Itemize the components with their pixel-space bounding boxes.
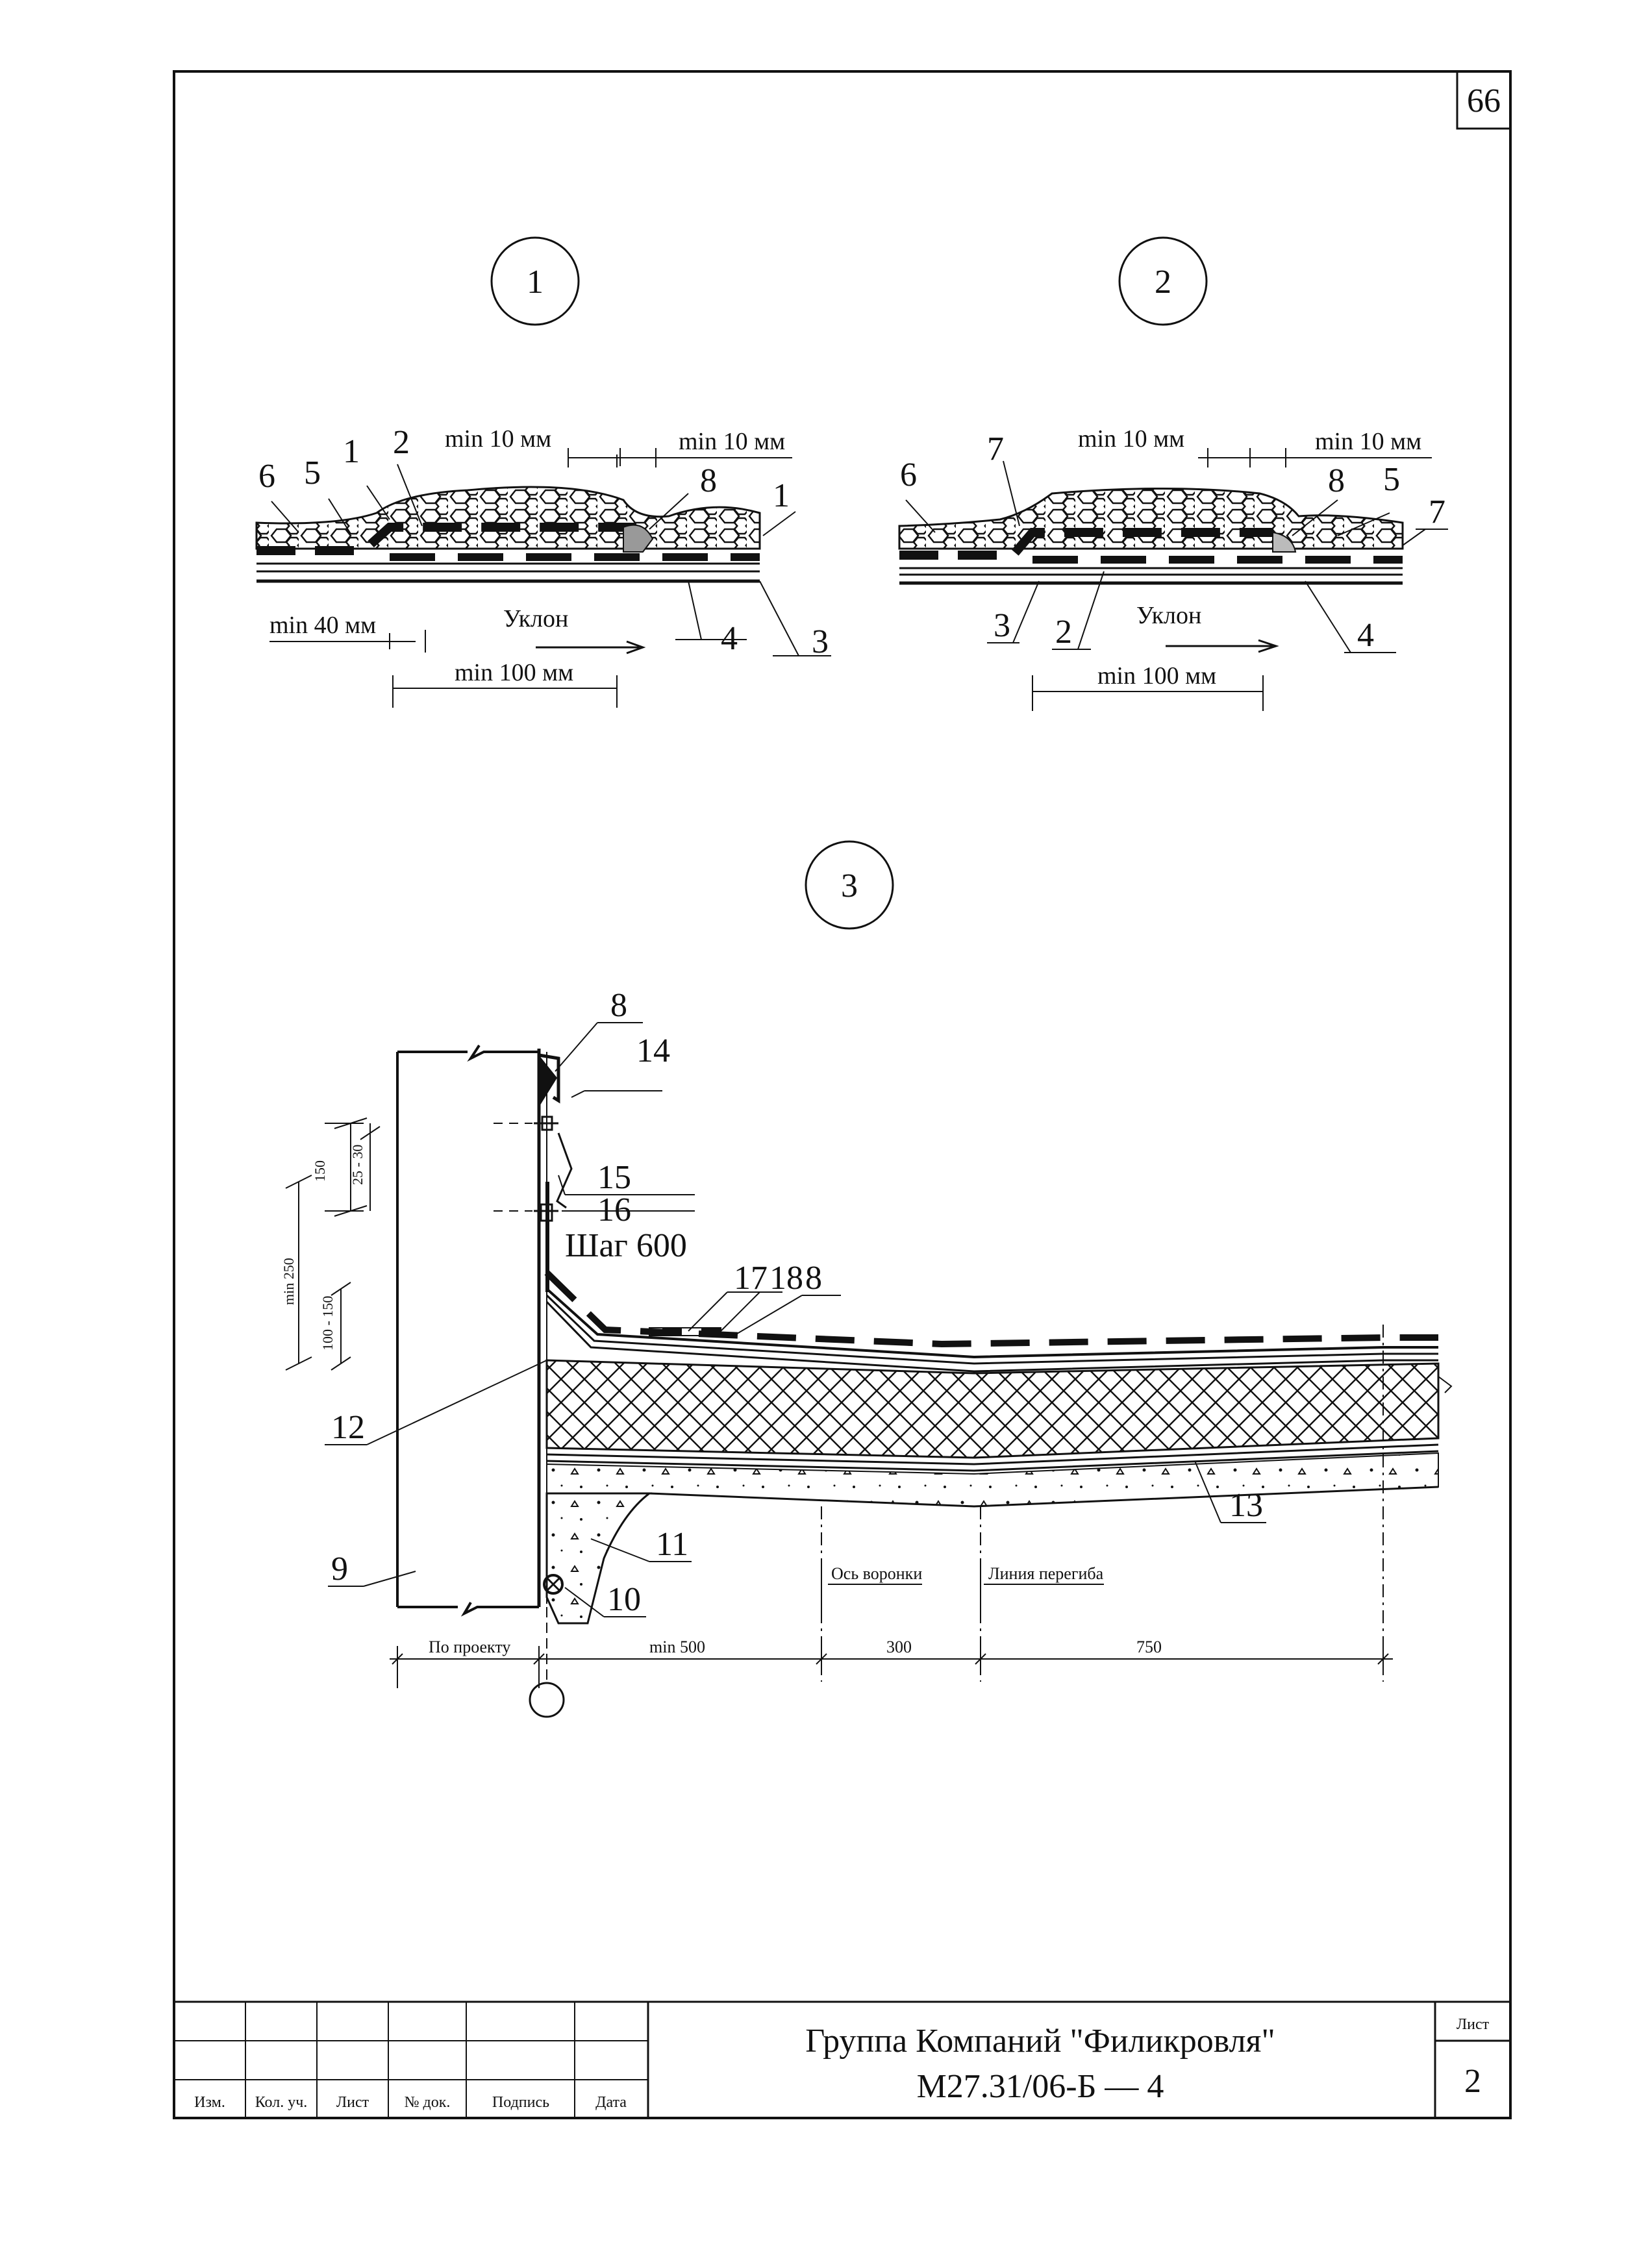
slope-arrow bbox=[536, 640, 646, 654]
section-3: 3 Ось воронки bbox=[281, 840, 1453, 1718]
col-header-date: Дата bbox=[595, 2094, 627, 2111]
section-3-callout-8: 8 bbox=[610, 987, 627, 1024]
detail-2-callout-5: 5 bbox=[1383, 461, 1400, 498]
detail-2-dim-top-left: min 10 мм bbox=[1078, 425, 1184, 453]
dim-by-project: По проекту bbox=[429, 1638, 510, 1656]
company-name: Группа Компаний "Филикровля" bbox=[805, 2023, 1275, 2060]
gravel-layer bbox=[255, 486, 761, 550]
detail-2-dim-top-right: min 10 мм bbox=[1315, 428, 1421, 455]
sealant-8 bbox=[623, 524, 654, 553]
section-3-callout-12: 12 bbox=[331, 1409, 365, 1446]
section-3-callout-8b: 8 bbox=[805, 1260, 822, 1297]
detail-1-callout-3: 3 bbox=[812, 623, 829, 660]
col-header-izm: Изм. bbox=[194, 2094, 225, 2111]
dim-25-30: 25 - 30 bbox=[349, 1145, 366, 1185]
funnel-axis-label: Ось воронки bbox=[831, 1564, 922, 1583]
metal-flashing-14 bbox=[538, 1053, 560, 1104]
section-3-callout-9: 9 bbox=[331, 1551, 348, 1588]
section-3-callout-15: 15 bbox=[597, 1159, 631, 1196]
page-number-box: 66 bbox=[1456, 70, 1512, 130]
col-header-signature: Подпись bbox=[492, 2094, 549, 2111]
detail-1-callout-2: 2 bbox=[393, 424, 410, 461]
detail-2-dim-bottom: min 100 мм bbox=[1097, 662, 1216, 690]
dim-150: 150 bbox=[312, 1160, 328, 1182]
section-3-callout-17: 17 bbox=[734, 1260, 768, 1297]
detail-1: 1 min 10 мм min 10 мм 6 5 1 2 8 1 4 3 mi… bbox=[255, 236, 831, 708]
detail-1-marker-circle bbox=[490, 236, 580, 326]
detail-1-dim-top-right: min 10 мм bbox=[679, 428, 785, 455]
detail-1-marker: 1 bbox=[527, 264, 544, 301]
dim-min500: min 500 bbox=[649, 1638, 705, 1656]
detail-1-callout-4: 4 bbox=[721, 620, 738, 657]
col-header-kol-uch: Кол. уч. bbox=[255, 2094, 308, 2111]
detail-1-callout-1: 1 bbox=[343, 433, 360, 470]
section-3-callout-18: 18 bbox=[769, 1260, 803, 1297]
section-3-callout-14: 14 bbox=[636, 1032, 670, 1069]
section-3-callout-13: 13 bbox=[1229, 1487, 1263, 1524]
sheet-number: 2 bbox=[1464, 2063, 1481, 2100]
page-number: 66 bbox=[1467, 82, 1501, 119]
bend-line-label: Линия перегиба bbox=[988, 1564, 1104, 1583]
detail-1-callout-6: 6 bbox=[258, 458, 275, 495]
axis-marker-circle bbox=[529, 1682, 565, 1718]
detail-1-dim-bottom: min 100 мм bbox=[455, 659, 573, 686]
detail-2-callout-2: 2 bbox=[1055, 614, 1072, 651]
thermal-insulation bbox=[545, 1359, 1440, 1459]
detail-2-callout-3: 3 bbox=[994, 607, 1010, 644]
screed-layer bbox=[546, 1452, 1439, 1508]
section-3-marker: 3 bbox=[841, 867, 858, 904]
dim-300: 300 bbox=[886, 1638, 912, 1656]
document-code: М27.31/06-Б — 4 bbox=[917, 2068, 1164, 2105]
detail-1-callout-1b: 1 bbox=[773, 477, 790, 514]
title-block: Изм. Кол. уч. Лист № док. Подпись Дата Г… bbox=[174, 2000, 1510, 2118]
dim-750: 750 bbox=[1136, 1638, 1162, 1656]
section-3-marker-circle bbox=[805, 840, 894, 930]
detail-2: 2 min 10 мм min 10 мм 6 7 8 5 7 3 2 4 Ук… bbox=[898, 236, 1448, 711]
fastener-15 bbox=[534, 1115, 558, 1131]
sheet-label: Лист bbox=[1457, 2016, 1490, 2033]
detail-2-slope: Уклон bbox=[1136, 602, 1201, 629]
dim-100-150: 100 - 150 bbox=[319, 1296, 336, 1351]
sheet-frame bbox=[173, 70, 1512, 2119]
step-note: Шаг 600 bbox=[565, 1227, 687, 1264]
detail-2-callout-7b: 7 bbox=[1429, 493, 1445, 530]
detail-1-dim-top-left: min 10 мм bbox=[445, 425, 551, 453]
gravel-layer-2 bbox=[898, 488, 1404, 550]
col-header-doc: № док. bbox=[405, 2094, 451, 2111]
detail-1-callout-5: 5 bbox=[304, 455, 321, 492]
section-3-callout-16: 16 bbox=[597, 1191, 631, 1228]
detail-1-callout-8: 8 bbox=[700, 462, 717, 499]
dim-min250: min 250 bbox=[281, 1258, 297, 1305]
reinforcement-17 bbox=[649, 1327, 721, 1336]
detail-1-slope: Уклон bbox=[503, 605, 568, 632]
roof-membrane-top bbox=[544, 1270, 1438, 1348]
concrete-slab bbox=[545, 1492, 653, 1625]
section-3-callout-10: 10 bbox=[607, 1581, 641, 1618]
detail-2-callout-6: 6 bbox=[900, 456, 917, 493]
sealant-cord-10 bbox=[543, 1574, 564, 1595]
detail-2-marker: 2 bbox=[1155, 264, 1171, 301]
detail-2-marker-circle bbox=[1118, 236, 1208, 326]
upper-membrane bbox=[256, 523, 636, 555]
section-3-callout-11: 11 bbox=[656, 1526, 688, 1563]
parapet-wall bbox=[396, 1044, 539, 1617]
col-header-list: Лист bbox=[336, 2094, 369, 2111]
detail-2-callout-8: 8 bbox=[1328, 462, 1345, 499]
detail-1-dim-left: min 40 мм bbox=[269, 612, 376, 639]
detail-2-callout-4: 4 bbox=[1357, 617, 1374, 654]
detail-2-callout-7: 7 bbox=[987, 430, 1004, 467]
